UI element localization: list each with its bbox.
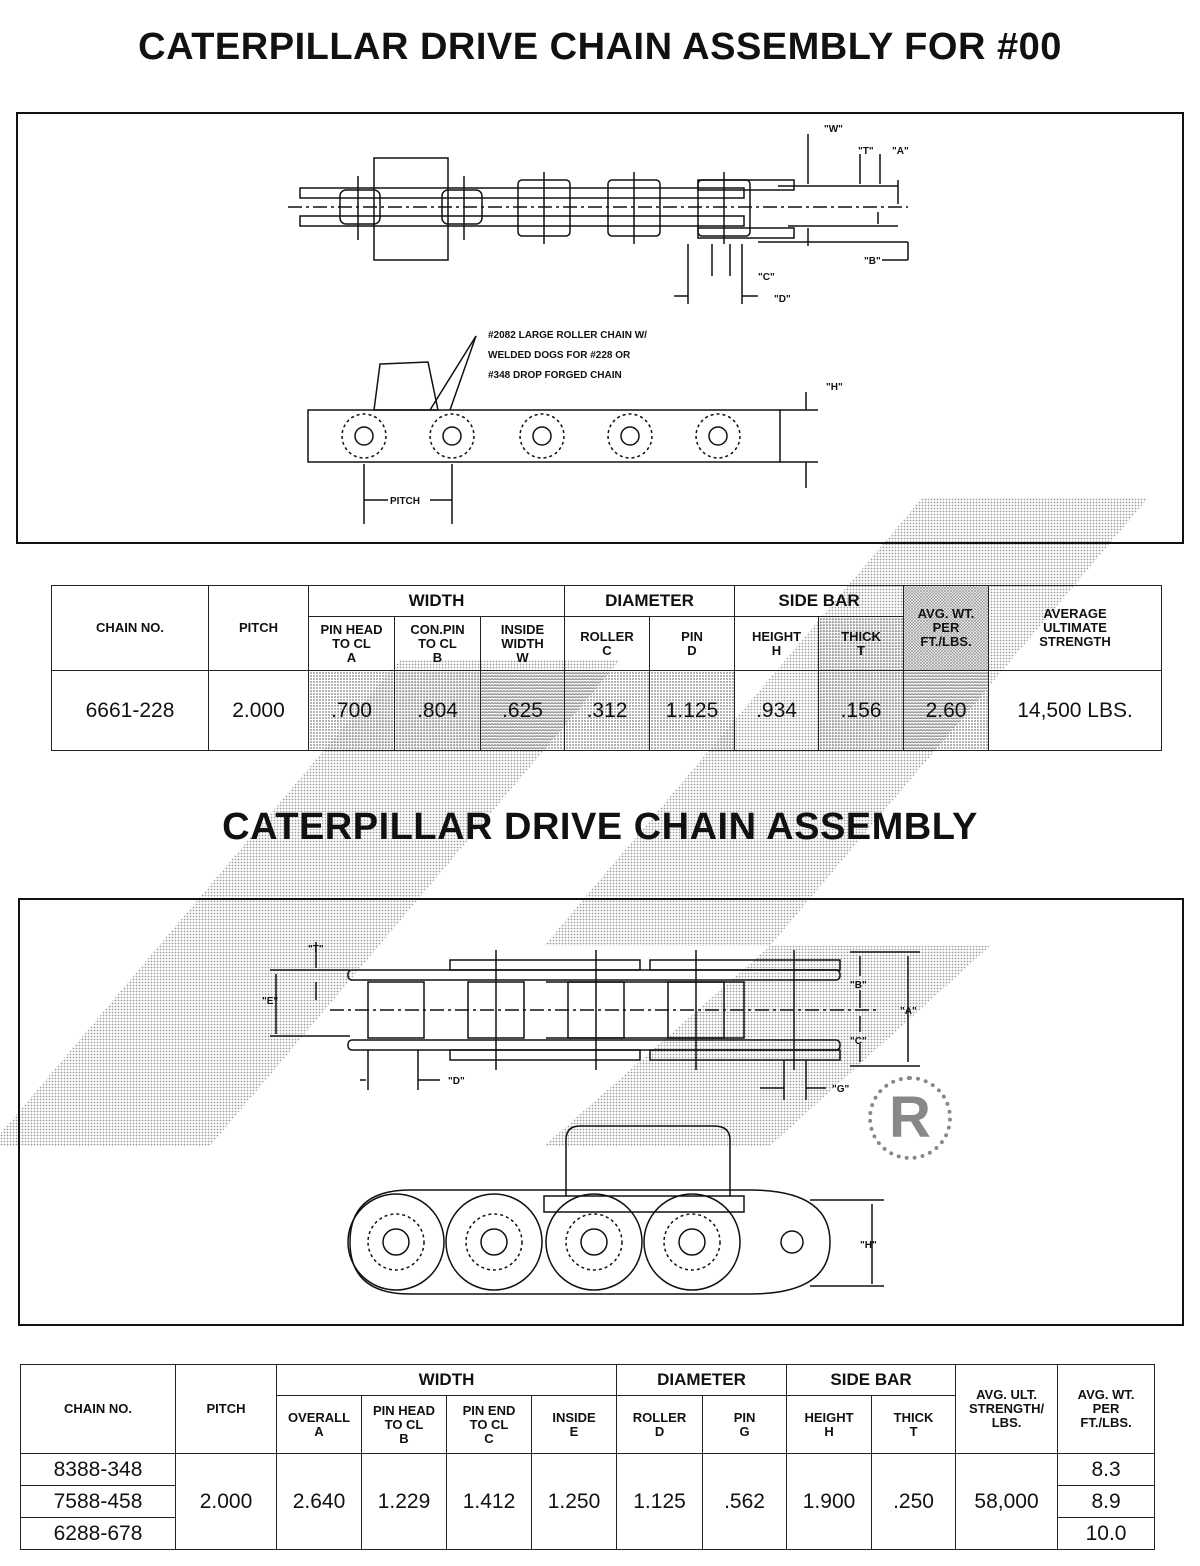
spec-table-00: CHAIN NO. PITCH WIDTH DIAMETER SIDE BAR …	[51, 585, 1163, 751]
dim-label-a: "A"	[892, 146, 909, 157]
header-group-diameter: DIAMETER	[564, 585, 735, 617]
page-title: CATERPILLAR DRIVE CHAIN ASSEMBLY FOR #00	[138, 26, 1062, 68]
header-group-side-bar: SIDE BAR	[786, 1364, 957, 1396]
cell-overall: 2.640	[276, 1453, 362, 1550]
dim2-label-h: "H"	[860, 1240, 877, 1251]
chain-diagram-top: "W" "T" "A" "B" "C" "D" "H" PITCH #2082 …	[288, 124, 909, 524]
diagram-panel-bottom: "T" "E" "B" "A" "C" "D" "G" "H"	[18, 898, 1184, 1326]
table-row: 6661-228 2.000 .700 .804 .625 .312 1.125…	[51, 670, 1163, 751]
note-line-3: #348 DROP FORGED CHAIN	[488, 370, 622, 381]
cell-pin-end: 1.412	[446, 1453, 532, 1550]
header-group-width: WIDTH	[308, 585, 565, 617]
dim2-label-g: "G"	[832, 1084, 850, 1095]
header-chain-no: CHAIN NO.	[51, 585, 209, 671]
dim-label-h: "H"	[826, 382, 843, 393]
cell-avg-wt: 8.3	[1057, 1453, 1156, 1486]
header-group-diameter: DIAMETER	[616, 1364, 788, 1396]
note-line-2: WELDED DOGS FOR #228 OR	[488, 350, 631, 361]
section-title: CATERPILLAR DRIVE CHAIN ASSEMBLY	[222, 806, 978, 848]
dim2-label-c: "C"	[850, 1036, 867, 1047]
registered-mark-icon: R	[868, 1076, 952, 1160]
cell-inside: 1.250	[530, 1453, 618, 1550]
cell-avg-wt: 10.0	[1057, 1517, 1156, 1550]
cell-strength: 14,500 LBS.	[988, 670, 1163, 751]
dim2-label-t: "T"	[308, 944, 324, 955]
cell-chain-no: 6288-678	[20, 1517, 176, 1550]
chain-diagram-bottom: "T" "E" "B" "A" "C" "D" "G" "H"	[262, 942, 920, 1295]
cell-chain-no: 7588-458	[20, 1485, 176, 1518]
cell-thick: .250	[871, 1453, 957, 1550]
dim-label-w: "W"	[824, 124, 843, 135]
dim-label-c: "C"	[758, 272, 775, 283]
cell-avg-wt: 2.60	[903, 670, 990, 751]
cell-pitch: 2.000	[208, 670, 309, 751]
header-group-width: WIDTH	[275, 1364, 618, 1396]
dim2-label-b: "B"	[850, 980, 867, 991]
cell-height: .934	[734, 670, 819, 751]
dim-label-d: "D"	[774, 294, 791, 305]
cell-roller: .312	[564, 670, 650, 751]
table-row: 6288-678 10.0	[20, 1517, 1156, 1550]
header-pitch: PITCH	[208, 585, 309, 671]
dim2-label-a: "A"	[900, 1006, 917, 1017]
cell-strength: 58,000	[955, 1453, 1059, 1550]
spec-table-assembly: CHAIN NO. PITCH WIDTH DIAMETER SIDE BAR …	[20, 1364, 1156, 1550]
header-chain-no: CHAIN NO.	[20, 1364, 176, 1454]
table-row: 7588-458 8.9	[20, 1485, 1156, 1518]
header-pitch: PITCH	[175, 1364, 277, 1454]
cell-pin-head: 1.229	[361, 1453, 447, 1550]
cell-pitch: 2.000	[175, 1453, 277, 1550]
pitch-label: PITCH	[390, 496, 420, 507]
cell-avg-wt: 8.9	[1057, 1485, 1156, 1518]
diagram-panel-top: "W" "T" "A" "B" "C" "D" "H" PITCH #2082 …	[16, 112, 1184, 544]
cell-chain-no: 8388-348	[20, 1453, 176, 1486]
dim2-label-d: "D"	[448, 1076, 465, 1087]
cell-pin-head: .700	[308, 670, 395, 751]
cell-height: 1.900	[786, 1453, 873, 1550]
cell-roller: 1.125	[616, 1453, 704, 1550]
cell-thick: .156	[817, 670, 905, 751]
header-avg-ult: AVG. ULT.STRENGTH/LBS.	[955, 1364, 1059, 1454]
table-row: 8388-348 2.000 2.640 1.229 1.412 1.250 1…	[20, 1453, 1156, 1550]
cell-con-pin: .804	[394, 670, 481, 751]
dim-label-b: "B"	[864, 256, 881, 267]
cell-chain-no: 6661-228	[51, 670, 209, 751]
cell-inside-width: .625	[480, 670, 565, 751]
cell-pin: .562	[702, 1453, 788, 1550]
header-group-side-bar: SIDE BAR	[733, 585, 905, 617]
dim-label-t: "T"	[858, 146, 874, 157]
cell-pin: 1.125	[649, 670, 735, 751]
note-line-1: #2082 LARGE ROLLER CHAIN W/	[488, 330, 647, 341]
dim2-label-e: "E"	[262, 996, 278, 1007]
